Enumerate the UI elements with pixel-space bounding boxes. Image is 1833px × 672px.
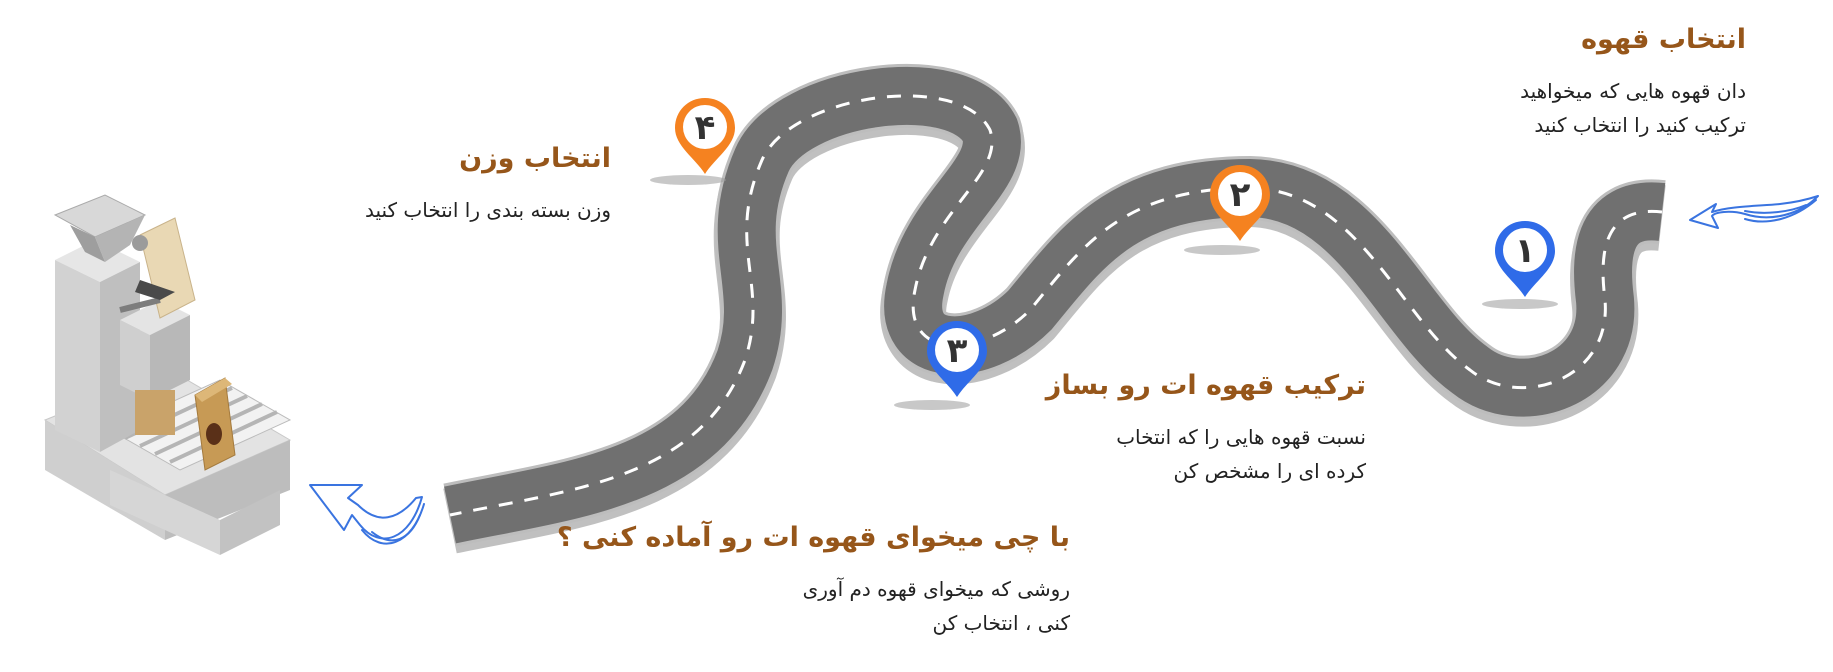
map-pin-3: ۳ (927, 321, 987, 397)
step-1-description: دان قهوه هایی که میخواهید ترکیب کنید را … (1520, 74, 1746, 142)
step-2-description: نسبت قهوه هایی را که انتخاب کرده ای را م… (1046, 420, 1366, 488)
step-4-description: وزن بسته بندی را انتخاب کنید (365, 193, 611, 227)
step-1: انتخاب قهوه دان قهوه هایی که میخواهید تر… (1520, 24, 1746, 142)
step-4-desc-line-1: وزن بسته بندی را انتخاب کنید (364, 198, 611, 223)
step-3-description: روشی که میخوای قهوه دم آوری کنی ، انتخاب… (557, 572, 1070, 640)
pin-shadows (650, 175, 1558, 410)
step-4: انتخاب وزن وزن بسته بندی را انتخاب کنید (365, 143, 611, 227)
step-1-title: انتخاب قهوه (1581, 24, 1746, 55)
step-3-desc-line-2: کنی ، انتخاب کن (932, 611, 1071, 636)
step-2-title: ترکیب قهوه ات رو بساز (1045, 370, 1366, 401)
hand-drawn-arrow-icon (1689, 195, 1819, 229)
map-pin-4: ۴ (675, 98, 735, 174)
step-1-desc-line-2: ترکیب کنید را انتخاب کنید (1534, 113, 1746, 138)
map-pin-1: ۱ (1495, 221, 1555, 297)
step-1-desc-line-1: دان قهوه هایی که میخواهید (1520, 79, 1746, 104)
pin-4-number: ۴ (695, 108, 716, 148)
coffee-packaging-machine-icon (43, 194, 292, 555)
step-3-title: با چی میخوای قهوه ات رو آماده کنی ؟ (556, 522, 1070, 553)
step-2-desc-line-1: نسبت قهوه هایی را که انتخاب (1116, 425, 1366, 450)
hand-drawn-arrow-icon (309, 484, 425, 545)
pin-2-number: ۲ (1230, 175, 1251, 215)
step-3: با چی میخوای قهوه ات رو آماده کنی ؟ روشی… (557, 522, 1070, 640)
step-4-title: انتخاب وزن (459, 143, 611, 174)
step-2: ترکیب قهوه ات رو بساز نسبت قهوه هایی را … (1046, 370, 1366, 488)
map-pin-2: ۲ (1210, 165, 1270, 241)
pin-1-number: ۱ (1515, 231, 1536, 271)
step-2-desc-line-2: کرده ای را مشخص کن (1173, 459, 1366, 484)
step-3-desc-line-1: روشی که میخوای قهوه دم آوری (802, 577, 1070, 602)
pin-3-number: ۳ (947, 331, 968, 371)
